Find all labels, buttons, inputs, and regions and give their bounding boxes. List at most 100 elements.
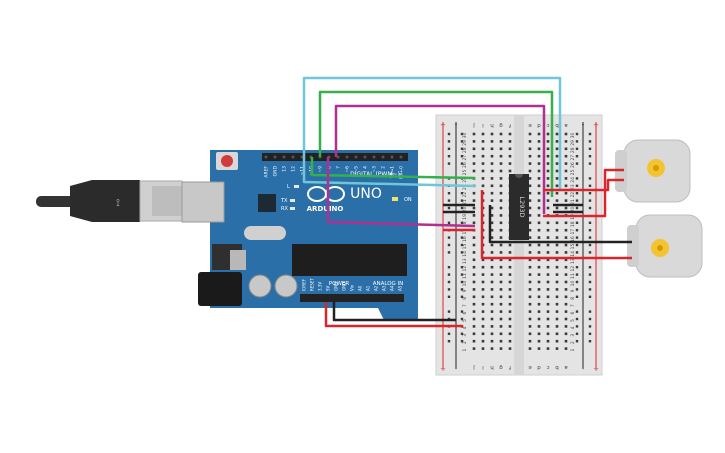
reset-button [221,155,233,167]
row-number: 5 [570,319,576,322]
rail-hole [588,206,592,210]
row-number: 17 [462,229,468,235]
breadboard-hole [528,243,532,247]
rail-hole [575,295,579,298]
breadboard-hole [490,243,494,247]
rail-hole [575,325,579,328]
breadboard-hole [481,273,485,276]
breadboard-hole [564,302,568,306]
digital-pin-label: ~3 [372,166,378,173]
breadboard-hole [546,199,550,202]
breadboard-hole [472,273,476,276]
rail-hole [575,155,579,158]
rail-hole [460,295,464,298]
breadboard-hole [472,347,476,350]
breadboard-hole [555,191,559,195]
breadboard-hole [528,132,532,136]
breadboard-hole [546,258,550,262]
row-number: 7 [462,304,468,307]
breadboard-hole [546,184,550,188]
chip-small [258,194,276,212]
breadboard-hole [528,221,532,225]
column-letter: c [546,122,549,128]
breadboard-hole [546,169,550,173]
rail-hole [588,132,592,136]
dc-motor-2 [627,214,703,278]
row-number: 21 [570,199,576,205]
wire-magenta-2 [326,157,476,228]
row-number: 14 [462,251,468,257]
column-letter: g [499,122,503,128]
breadboard-hole [564,184,568,188]
rail-hole [447,192,451,195]
breadboard-hole [481,184,485,188]
breadboard-hole [499,147,503,151]
power-jack [198,272,242,306]
wire-cyan [302,76,562,190]
breadboard-hole [490,221,494,225]
row-number: 3 [570,334,576,337]
breadboard-hole [537,228,541,232]
breadboard-hole [537,147,541,151]
gear-icon [651,239,669,257]
row-number: 22 [570,192,576,198]
breadboard-hole [490,288,494,291]
rail-hole [575,317,579,321]
rail-hole [460,162,464,165]
rail-hole [575,162,579,165]
power-label: POWER [329,281,350,287]
rail-hole [588,236,592,239]
breadboard-hole [555,154,559,158]
breadboard-hole [499,221,503,225]
breadboard-hole [508,265,512,269]
row-number: 2 [570,341,576,344]
rail-hole [575,236,579,239]
power-pin-label: 3.3V [318,282,323,291]
rail-hole [460,236,464,239]
breadboard-hole [528,273,532,276]
column-letter: j [473,364,476,370]
breadboard-hole [490,199,494,202]
breadboard-hole [481,265,485,269]
rail-hole [588,155,592,158]
rail-hole [447,162,451,165]
breadboard-hole [499,191,503,195]
plus-label-bottom-left: + [440,365,446,373]
rail-hole [575,184,579,187]
breadboard-hole [555,339,559,343]
power-pin-label: A0 [358,285,363,291]
rail-hole [575,280,579,284]
breadboard-hole [546,302,550,306]
breadboard-hole [555,317,559,321]
breadboard-hole [499,206,503,210]
rail-hole [447,199,451,202]
row-number: 16 [570,236,576,242]
row-number: 25 [570,170,576,176]
breadboard-hole [537,332,541,336]
breadboard-hole [481,140,485,143]
breadboard-hole [499,325,503,328]
breadboard-hole [481,258,485,262]
dc-motor-1 [615,139,691,203]
breadboard-hole [508,332,512,336]
row-number: 3 [462,334,468,337]
breadboard-hole [499,317,503,321]
breadboard-hole [564,177,568,180]
breadboard-hole [490,273,494,276]
breadboard-hole [508,140,512,143]
breadboard-hole [508,251,512,254]
arduino-board: ARDUINO UNO DIGITAL (PWM~) POWER ANALOG … [181,150,418,320]
column-letter: f [508,122,511,128]
breadboard-hole [555,199,559,202]
column-letter: f [508,364,511,370]
row-number: 4 [462,326,468,329]
breadboard-hole [546,251,550,254]
rail-hole [588,140,592,143]
breadboard-hole [481,347,485,350]
row-number: 30 [462,133,468,139]
row-number: 17 [570,229,576,235]
rail-hole [588,184,592,187]
breadboard-hole [499,302,503,306]
rail-hole [575,192,579,195]
rail-hole [447,288,451,291]
